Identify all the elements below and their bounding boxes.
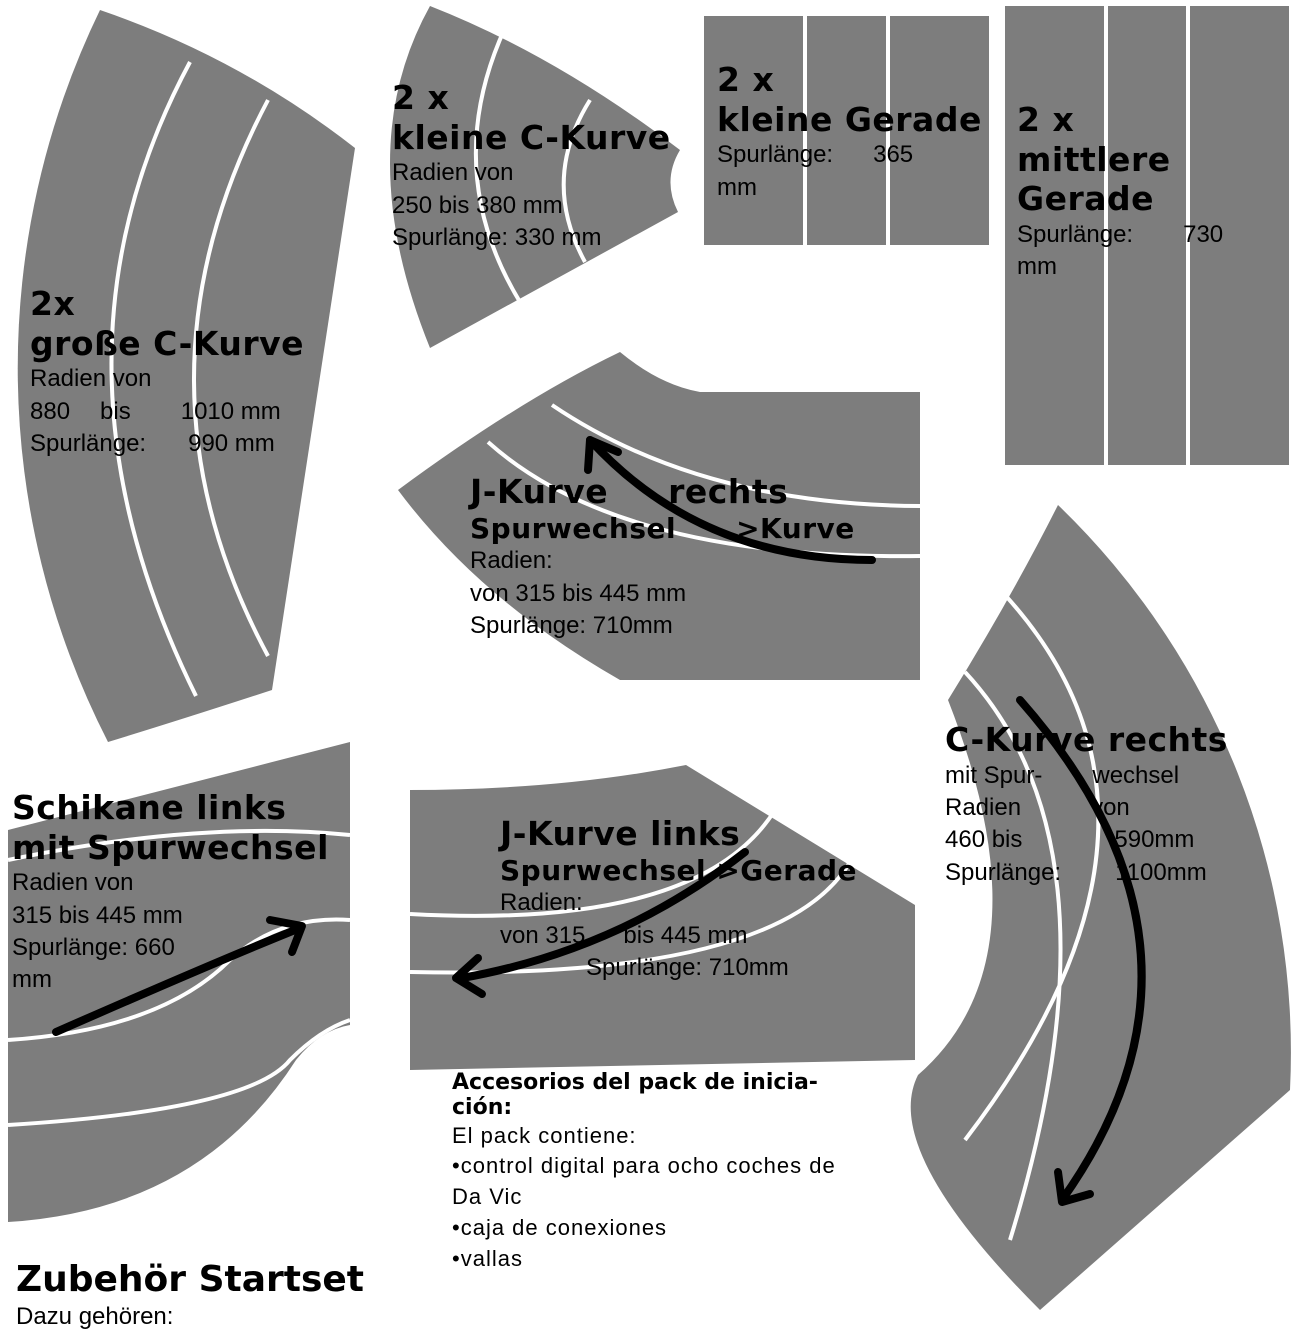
track-j-kurve-links — [409, 765, 915, 1070]
c-rechts-desc-2: wechsel — [1092, 761, 1180, 789]
kleine-c-count: 2 x — [392, 78, 450, 117]
mittlere-g-title-1: mittlere — [1017, 139, 1171, 179]
j-rechts-sub-2: >Kurve — [736, 511, 855, 545]
schikane-unit: mm — [12, 966, 52, 994]
c-rechts-length: 1100mm — [1115, 858, 1207, 886]
kleine-g-length: 365 — [873, 141, 914, 169]
accesorios-item: •control digital para ocho coches de Da … — [452, 1153, 836, 1210]
mittlere-g-length: 730 — [1183, 220, 1224, 248]
j-links-length: Spurlänge: 710mm — [586, 953, 789, 981]
j-rechts-length: Spurlänge: 710mm — [470, 611, 673, 639]
kleine-g-title: kleine Gerade — [717, 99, 982, 139]
zubehoer-block: Zubehör Startset Dazu gehören: — [16, 1258, 364, 1332]
accesorios-title: Accesorios del pack de inicia-ción: — [452, 1070, 818, 1121]
schikane-radii-label: Radien von — [12, 869, 134, 897]
label-kleine-gerade: 2 x kleine Gerade Spurlänge: 365 mm — [717, 60, 982, 204]
j-links-radii-label: Radien: — [500, 889, 583, 917]
j-rechts-title-1: J-Kurve — [470, 472, 609, 511]
grosse-c-length-label: Spurlänge: — [30, 429, 147, 457]
accesorios-item: •vallas — [452, 1245, 523, 1271]
track-mittlere-gerade — [1005, 6, 1289, 465]
c-rechts-radius-max: 590mm — [1114, 826, 1195, 854]
schikane-title-2: mit Spurwechsel — [12, 827, 329, 867]
kleine-g-count: 2 x — [717, 60, 775, 99]
kleine-c-title: kleine C-Kurve — [392, 117, 671, 157]
label-grosse-c-kurve: 2x große C-Kurve Radien von 880 bis 1010 m… — [30, 284, 304, 460]
grosse-c-length: 990 mm — [188, 429, 275, 457]
label-c-kurve-rechts: C-Kurve rechts mit Spur-wechsel Radien vo… — [945, 720, 1228, 889]
zubehoer-title: Zubehör Startset — [16, 1259, 365, 1300]
j-rechts-radii-label: Radien: — [470, 547, 553, 575]
accesorios-block: Accesorios del pack de inicia-ción: El p… — [452, 1070, 862, 1275]
c-rechts-von: von — [1091, 793, 1130, 821]
track-kleine-c-kurve — [390, 6, 680, 348]
j-links-sub: Spurwechsel >Gerade — [500, 853, 858, 887]
mittlere-g-length-label: Spurlänge: — [1017, 220, 1134, 248]
track-kleine-gerade — [704, 16, 989, 245]
j-links-title: J-Kurve links — [500, 814, 741, 853]
grosse-c-count: 2x — [30, 284, 76, 323]
kleine-c-radii: 250 bis 380 mm — [392, 191, 563, 219]
schikane-radii: 315 bis 445 mm — [12, 901, 183, 929]
label-mittlere-gerade: 2 x mittlere Gerade Spurlänge: 730 mm — [1017, 100, 1223, 284]
grosse-c-bis: bis — [100, 397, 131, 425]
grosse-c-radii-label: Radien von — [30, 365, 152, 393]
schikane-length: Spurlänge: 660 — [12, 933, 175, 961]
kleine-c-length: Spurlänge: 330 mm — [392, 223, 602, 251]
j-links-radius-max: bis 445 mm — [623, 921, 748, 949]
schikane-title-1: Schikane links — [12, 788, 287, 827]
track-grosse-c-kurve — [17, 10, 355, 742]
track-schikane-links — [7, 742, 351, 1222]
kleine-g-unit: mm — [717, 173, 757, 201]
grosse-c-radius-max: 1010 mm — [180, 397, 281, 425]
mittlere-g-title-2: Gerade — [1017, 179, 1155, 219]
grosse-c-title: große C-Kurve — [30, 323, 304, 363]
c-rechts-radius-min: 460 bis — [945, 826, 1023, 854]
accesorios-intro: El pack contiene: — [452, 1122, 637, 1148]
j-links-radius-min: von 315 — [500, 921, 586, 949]
c-rechts-length-label: Spurlänge: — [945, 858, 1062, 886]
j-rechts-sub-1: Spurwechsel — [470, 511, 677, 545]
c-rechts-radii-label: Radien — [945, 793, 1022, 821]
mittlere-g-count: 2 x — [1017, 100, 1075, 139]
track-j-kurve-rechts — [398, 352, 921, 680]
c-rechts-desc-1: mit Spur- — [945, 761, 1043, 789]
zubehoer-sub: Dazu gehören: — [16, 1303, 174, 1331]
label-kleine-c-kurve: 2 x kleine C-Kurve Radien von 250 bis 38… — [392, 78, 671, 254]
j-rechts-radii: von 315 bis 445 mm — [470, 579, 687, 607]
j-rechts-title-2: rechts — [668, 472, 789, 511]
track-c-kurve-rechts — [910, 505, 1291, 1310]
grosse-c-radius-min: 880 — [30, 397, 71, 425]
c-rechts-title: C-Kurve rechts — [945, 720, 1228, 759]
label-schikane-links: Schikane links mit Spurwechsel Radien vo… — [12, 788, 329, 997]
mittlere-g-unit: mm — [1017, 253, 1057, 281]
label-j-kurve-links: J-Kurve links Spurwechsel >Gerade Radien… — [500, 814, 857, 984]
kleine-g-length-label: Spurlänge: — [717, 141, 834, 169]
accesorios-item: •caja de conexiones — [452, 1214, 668, 1240]
kleine-c-radii-label: Radien von — [392, 159, 514, 187]
